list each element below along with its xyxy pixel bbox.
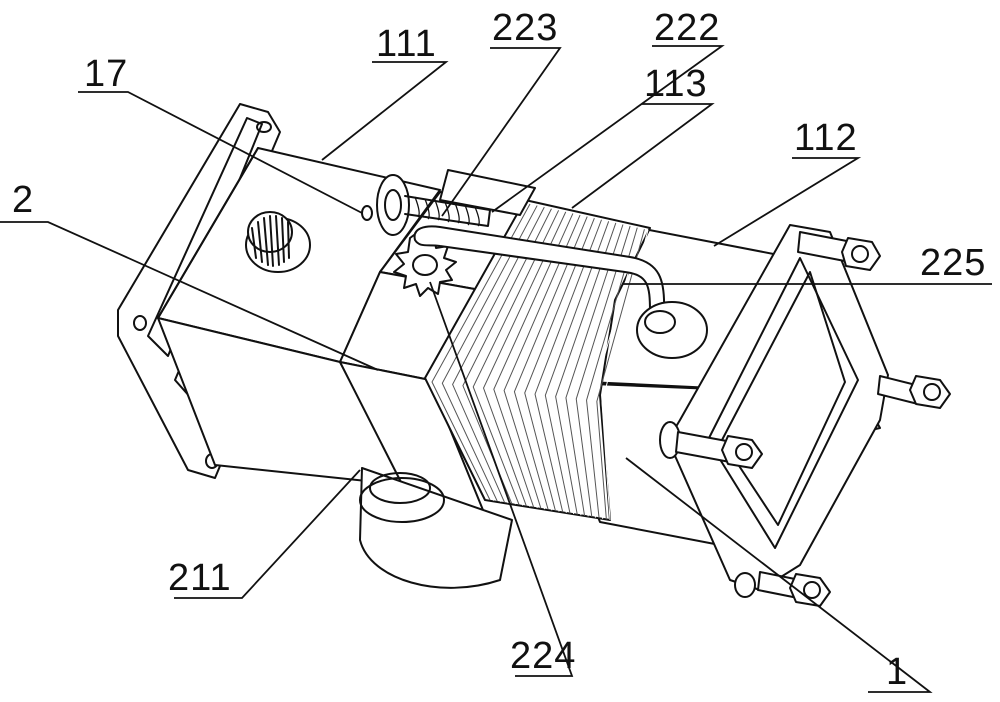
label-2: 2 [12,179,34,221]
label-112: 112 [794,117,858,159]
label-17: 17 [84,53,128,95]
label-224: 224 [510,635,576,677]
label-211: 211 [168,557,232,599]
label-225: 225 [920,242,986,284]
label-222: 222 [654,7,720,49]
bolt-right [878,376,950,408]
label-223: 223 [492,7,558,49]
bolt-bottom [735,572,830,606]
label-111: 111 [376,23,437,65]
label-1: 1 [886,651,908,693]
label-113: 113 [644,63,708,105]
